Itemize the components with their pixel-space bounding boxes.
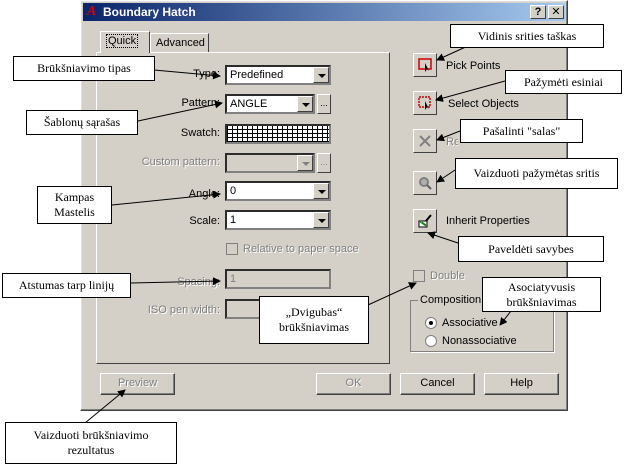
nonassociative-label: Nonassociative [442,335,517,347]
iso-pen-width-label: ISO pen width: [147,304,220,316]
chevron-down-icon[interactable] [313,212,329,228]
callout-type: Brūkšniavimo tipas [13,56,155,81]
cancel-button[interactable]: Cancel [400,373,475,395]
remove-islands-button[interactable] [413,129,437,153]
callout-spacing: Atstumas tarp linijų [2,273,131,298]
tab-advanced[interactable]: Advanced [150,33,209,52]
help-icon: ? [534,6,542,18]
inherit-properties-icon [418,214,432,228]
inherit-properties-label: Inherit Properties [446,215,530,227]
swatch-label: Swatch: [180,127,220,139]
chevron-down-icon[interactable] [297,155,313,171]
select-objects-icon [418,96,431,110]
pick-points-icon [418,58,432,72]
type-value: Predefined [230,69,284,81]
view-selections-icon [419,177,432,190]
pattern-label: Pattern: [181,97,220,109]
pick-points-button[interactable] [413,53,437,77]
autocad-logo-icon: A [87,4,97,19]
callout-select-objects: Pažymėti esiniai [505,70,622,94]
chevron-down-icon[interactable] [297,96,313,112]
relative-paper-label: Relative to paper space [243,243,359,255]
pick-points-label: Pick Points [446,60,501,72]
pattern-value: ANGLE [230,98,268,110]
remove-islands-label: Remove Islands [446,136,458,148]
associative-label: Associative [442,317,498,329]
close-icon: ✕ [551,6,561,18]
help-button[interactable]: Help [484,373,559,395]
scale-select[interactable]: 1 [225,210,331,230]
pattern-browse-button[interactable]: ... [317,94,331,114]
view-selections-button[interactable] [413,171,437,195]
callout-remove-islands: Pašalinti "salas" [460,119,583,143]
spacing-field[interactable]: 1 [225,269,331,289]
scale-value: 1 [230,214,237,226]
custom-browse-button[interactable]: ... [317,153,331,173]
spacing-label: Spacing: [177,276,220,288]
double-checkbox[interactable] [413,270,425,282]
angle-label: Angle: [188,188,220,200]
pattern-swatch[interactable] [225,124,331,144]
custom-pattern-select[interactable] [225,153,315,173]
ok-button[interactable]: OK [316,373,391,395]
preview-button[interactable]: Preview [100,373,175,395]
callout-double: „Dvigubas“ brūkšniavimas [259,296,369,344]
custom-pattern-label: Custom pattern: [141,156,220,168]
dialog-title: Boundary Hatch [103,5,196,19]
pattern-select[interactable]: ANGLE [225,94,315,114]
callout-pattern: Šablonų sąrašas [26,110,138,135]
double-label: Double [430,270,465,282]
help-title-button[interactable]: ? [530,5,546,19]
nonassociative-radio[interactable] [425,335,437,347]
scale-label: Scale: [189,215,220,227]
tab-quick[interactable]: Quick [100,31,150,53]
chevron-down-icon[interactable] [313,67,329,83]
inherit-properties-button[interactable] [413,209,437,233]
callout-pick-points: Vidinis srities taškas [450,24,604,48]
remove-islands-icon [419,135,431,147]
callout-view-selections: Vaizduoti pažymėtas sritis [455,158,618,189]
relative-paper-checkbox[interactable] [226,243,238,255]
callout-associative: Asociatyvusis brūkšniavimas [482,277,601,312]
type-select[interactable]: Predefined [225,65,331,85]
associative-radio[interactable] [425,317,437,329]
select-objects-button[interactable] [413,91,437,115]
angle-select[interactable]: 0 [225,181,331,201]
callout-angle-scale: Kampas Mastelis [37,186,112,224]
composition-title: Composition [418,294,484,306]
close-button[interactable]: ✕ [548,5,564,19]
chevron-down-icon[interactable] [313,183,329,199]
angle-value: 0 [230,185,237,197]
callout-preview: Vaizduoti brūkšniavimo rezultatus [5,422,177,464]
select-objects-label: Select Objects [448,98,519,110]
title-bar[interactable]: A Boundary Hatch ? ✕ [83,3,565,21]
type-label: Type: [193,68,220,80]
callout-inherit: Paveldėti savybes [458,236,604,262]
